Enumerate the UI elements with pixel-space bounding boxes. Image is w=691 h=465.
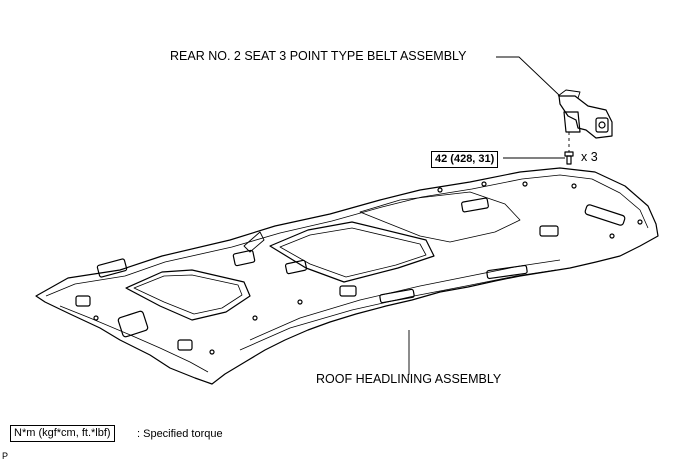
seat-belt-assembly-icon	[557, 89, 613, 139]
rear-panel-region	[359, 191, 521, 243]
front-sunroof-opening	[125, 269, 251, 321]
torque-unit-description: : Specified torque	[137, 428, 223, 440]
belt-leader-line	[496, 56, 561, 97]
torque-unit-box: N*m (kgf*cm, ft.*lbf)	[10, 425, 115, 442]
belt-assembly-label: REAR NO. 2 SEAT 3 POINT TYPE BELT ASSEMB…	[170, 49, 467, 63]
quantity-label: x 3	[581, 150, 598, 164]
middle-sunroof-opening	[269, 221, 435, 283]
corner-mark: P	[2, 451, 9, 461]
torque-value-box: 42 (428, 31)	[431, 151, 499, 168]
headlining-inner-edge	[45, 174, 649, 297]
headlining-outline	[35, 167, 659, 385]
headlining-label: ROOF HEADLINING ASSEMBLY	[316, 372, 502, 386]
bolt-icon	[564, 151, 574, 165]
